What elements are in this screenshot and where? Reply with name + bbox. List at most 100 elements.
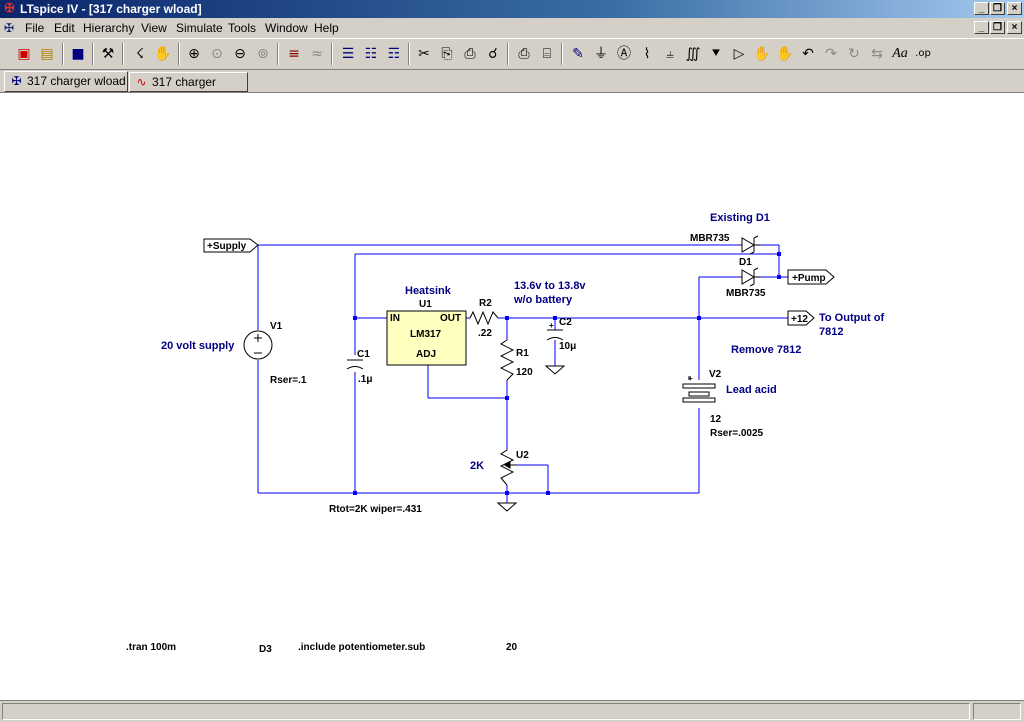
trace-icon[interactable]: ≈ — [311, 46, 323, 62]
autorange-icon[interactable]: ≡ — [288, 46, 300, 62]
redo-icon[interactable]: ↷ — [825, 46, 837, 62]
open-icon[interactable]: ▤ — [40, 46, 54, 62]
toolbar-separator — [507, 43, 509, 65]
minimize-button[interactable]: _ — [974, 2, 989, 15]
directive-include[interactable]: .include potentiometer.sub — [298, 642, 425, 653]
schematic-canvas[interactable]: +Supply +Pump +12 — [0, 93, 1024, 700]
directive-d3[interactable]: D3 — [259, 644, 272, 655]
document-icon[interactable]: ✠ — [4, 21, 15, 35]
label-wo-battery: w/o battery — [513, 294, 573, 306]
label-net-icon[interactable]: Ⓐ — [617, 46, 631, 62]
print-icon[interactable]: ⌸ — [542, 46, 552, 62]
zoom-fit-icon[interactable]: ⊚ — [257, 46, 269, 62]
close-button[interactable]: × — [1007, 2, 1022, 15]
drag-icon[interactable]: ✋ — [776, 46, 794, 62]
component-icon[interactable]: ▷ — [733, 46, 745, 62]
undo-icon[interactable]: ↶ — [802, 46, 814, 62]
save-icon[interactable]: ■ — [71, 46, 85, 62]
menu-edit[interactable]: Edit — [54, 21, 75, 35]
diode-d1[interactable] — [740, 267, 760, 287]
v2-plus-sign: + — [688, 374, 693, 383]
resistor-r2[interactable] — [469, 310, 499, 326]
directive-20[interactable]: 20 — [506, 642, 518, 653]
tile-horizontal-icon[interactable]: ☰ — [341, 46, 355, 62]
find-icon[interactable]: ☌ — [488, 46, 498, 62]
rotate-icon[interactable]: ↻ — [848, 46, 860, 62]
tab-schematic[interactable]: ✠ 317 charger wload — [4, 71, 128, 92]
ltspice-app-icon[interactable]: ✠ — [4, 1, 15, 15]
mdi-restore-button[interactable]: ❐ — [990, 21, 1005, 34]
cascade-icon[interactable]: ☷ — [364, 46, 378, 62]
waveform-icon: ∿ — [136, 75, 147, 89]
port-12v[interactable]: +12 — [787, 310, 815, 326]
mdi-minimize-button[interactable]: _ — [974, 21, 989, 34]
restore-button[interactable]: ❐ — [990, 2, 1005, 15]
menu-simulate[interactable]: Simulate — [176, 21, 223, 35]
menu-file[interactable]: File — [25, 21, 45, 35]
menu-help[interactable]: Help — [314, 21, 339, 35]
port-supply[interactable]: +Supply — [203, 238, 259, 253]
cut-icon[interactable]: ✂ — [418, 46, 430, 62]
menu-tools[interactable]: Tools — [228, 21, 257, 35]
d-existing-value: MBR735 — [690, 233, 730, 244]
capacitor-c2[interactable] — [546, 329, 564, 341]
regulator-u1[interactable] — [386, 310, 467, 366]
tab-waveform[interactable]: ∿ 317 charger wload — [129, 72, 248, 108]
ground-c2 — [544, 365, 566, 375]
toolbar-separator — [62, 43, 64, 65]
d1-value: MBR735 — [726, 288, 766, 299]
run-icon[interactable]: ☇ — [135, 46, 145, 62]
mdi-close-button[interactable]: × — [1007, 21, 1022, 34]
move-icon[interactable]: ✋ — [753, 46, 771, 62]
capacitor-icon[interactable]: ⫨ — [666, 46, 674, 62]
zoom-in-icon[interactable]: ⊕ — [188, 46, 200, 62]
battery-v2[interactable] — [682, 376, 716, 403]
c2-plus-sign: + — [549, 321, 554, 330]
capacitor-c1[interactable] — [346, 359, 364, 370]
zoom-out-icon[interactable]: ⊖ — [234, 46, 246, 62]
ground-icon[interactable]: ⏚ — [594, 46, 608, 62]
u1-pin-out: OUT — [440, 313, 461, 324]
toolbar-separator — [331, 43, 333, 65]
menu-hierarchy[interactable]: Hierarchy — [83, 21, 135, 35]
potentiometer-u2[interactable] — [499, 449, 517, 486]
menu-view[interactable]: View — [141, 21, 167, 35]
paste-icon[interactable]: ⎙ — [464, 46, 476, 62]
u1-part: LM317 — [410, 329, 442, 340]
diode-existing[interactable] — [740, 235, 760, 255]
spice-directive-icon[interactable]: .op — [915, 48, 931, 59]
pan-icon[interactable]: ⊙ — [211, 46, 223, 62]
new-schematic-icon[interactable]: ▣ — [17, 46, 31, 62]
halt-icon[interactable]: ✋ — [154, 46, 172, 62]
directive-tran[interactable]: .tran 100m — [126, 642, 176, 653]
text-icon[interactable]: Aa — [892, 46, 908, 61]
label-existing-d1: Existing D1 — [710, 212, 770, 224]
tab-schematic-label: 317 charger wload — [27, 74, 126, 88]
inductor-icon[interactable]: ∭ — [685, 46, 701, 62]
c1-value: .1μ — [358, 374, 372, 385]
label-remove-7812: Remove 7812 — [731, 344, 801, 356]
print-preview-icon[interactable]: ⎙ — [518, 46, 530, 62]
tile-vertical-icon[interactable]: ☶ — [387, 46, 401, 62]
v2-value: 12 — [710, 414, 722, 425]
u2-params: Rtot=2K wiper=.431 — [329, 504, 422, 515]
label-supply-20v: 20 volt supply — [161, 340, 235, 352]
c2-value: 10μ — [559, 341, 576, 352]
toolbar-separator — [92, 43, 94, 65]
mirror-icon[interactable]: ⇆ — [871, 46, 883, 62]
schematic-icon: ✠ — [11, 74, 22, 88]
draw-wire-icon[interactable]: ✎ — [572, 46, 584, 62]
menu-bar: ✠ File Edit Hierarchy View Simulate Tool… — [0, 18, 1024, 38]
resistor-r1[interactable] — [499, 339, 515, 381]
junction-dots — [353, 252, 781, 495]
voltage-source-v1[interactable] — [243, 330, 273, 360]
control-panel-icon[interactable]: ⚒ — [101, 46, 115, 62]
copy-icon[interactable]: ⎘ — [441, 46, 453, 62]
diode-icon[interactable]: ⯆ — [710, 46, 722, 62]
window-title: LTspice IV - [317 charger wload] — [20, 2, 202, 16]
port-pump[interactable]: +Pump — [787, 269, 835, 285]
u1-name: U1 — [419, 299, 432, 310]
resistor-icon[interactable]: ⌇ — [643, 46, 651, 62]
menu-window[interactable]: Window — [265, 21, 308, 35]
status-pane-right — [973, 703, 1021, 720]
